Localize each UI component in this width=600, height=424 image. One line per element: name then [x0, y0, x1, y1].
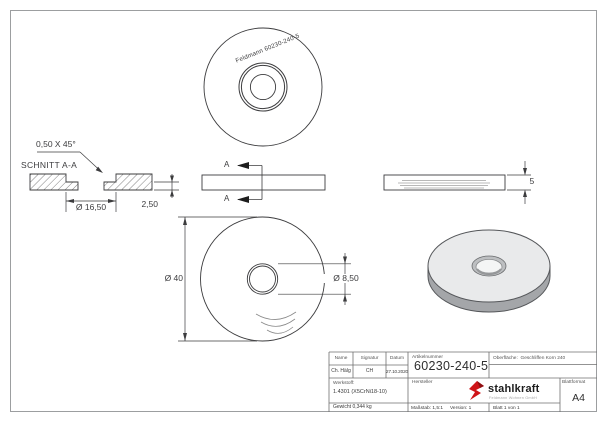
header-hersteller: Hersteller — [412, 380, 433, 385]
dim-outer-diameter: Ø 40 — [164, 272, 183, 283]
header-name: Name — [334, 356, 348, 361]
header-werkstoff: Werkstoff: — [333, 380, 355, 386]
value-oberflaeche: Geschliffen Korn 240 — [520, 355, 566, 361]
value-datum: 27.10.2020 — [386, 368, 408, 374]
value-blattformat: A4 — [572, 391, 585, 404]
value-gewicht: Gewicht 0,344 kg — [333, 404, 372, 410]
surface-finish: Oberfläche: Geschliffen Korn 240 — [493, 356, 565, 361]
dim-thickness: 5 — [529, 176, 535, 186]
stahlkraft-logo-text: stahlkraft — [488, 383, 540, 395]
header-datum: Datum — [389, 356, 405, 361]
header-oberflaeche: Oberfläche: — [493, 355, 518, 361]
dim-recess-diameter: Ø 16,50 — [75, 201, 107, 212]
value-massstab: Maßstab: 1,5:1 — [411, 405, 443, 411]
header-signatur: Signatur — [360, 356, 379, 361]
dim-recess-depth: 2,50 — [141, 199, 158, 209]
value-artikelnummer: 60230-240-5 — [414, 359, 489, 373]
cut-label-bottom: A — [224, 193, 230, 203]
section-view — [29, 151, 179, 212]
value-signatur: CH — [365, 367, 374, 374]
value-werkstoff: 1.4301 (X5CrNi18-10) — [333, 389, 387, 395]
title-block-borders — [328, 351, 597, 412]
value-name: Ch. Hälg — [331, 367, 351, 374]
value-blatt: Blatt 1 von 1 — [493, 405, 520, 411]
header-blattformat: Blattformat — [562, 380, 586, 385]
cut-view — [201, 162, 326, 203]
sheet-frame — [10, 10, 597, 412]
section-label: SCHNITT A-A — [21, 160, 78, 170]
thickness-view — [383, 161, 531, 204]
dim-hole-diameter: Ø 8,50 — [323, 273, 369, 283]
value-version: Version: 1 — [450, 405, 472, 411]
top-view — [203, 27, 323, 147]
header-artikelnummer: Artikelnummer — [412, 354, 443, 360]
stahlkraft-logo-icon — [469, 381, 484, 400]
cut-label-top: A — [224, 160, 230, 169]
chamfer-note: 0,50 X 45° — [36, 139, 76, 149]
stahlkraft-logo-tagline: Feldmann Wohnen GmbH — [489, 395, 538, 400]
iso-view — [427, 229, 551, 313]
